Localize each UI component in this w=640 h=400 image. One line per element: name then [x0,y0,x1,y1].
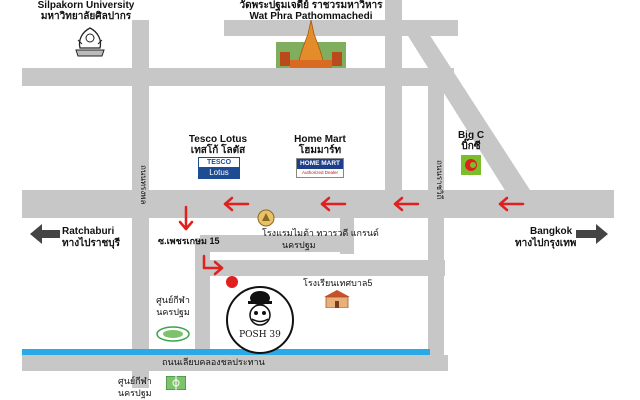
tesco-logo-bottom: Lotus [199,167,239,178]
hotel-label-line1: โรงแรมไมต้า ทวารวดี แกรนด์ [262,228,379,238]
tesco-label-en: Tesco Lotus [188,134,248,145]
posh-label: POSH 39 [239,330,281,340]
route-arrow-2 [393,196,420,212]
bigc-label-en: Big C [457,130,485,141]
arrow-to-ratchaburi-icon [30,224,60,244]
road-right-vertical [428,83,444,370]
canal [22,349,430,355]
location-marker-icon [226,276,238,288]
wat-label-en: Wat Phra Pathommachedi [249,11,373,22]
bangkok-label-th: ทางไปกรุงเทพ [515,238,577,249]
tesco-logo-top: TESCO [199,158,239,167]
bangkok-label-en: Bangkok [530,226,573,237]
route-arrow-1 [498,196,525,212]
tesco-label-th: เทสโก้ โลตัส [190,145,246,156]
sport1-label-line1: ศูนย์กีฬา [156,295,190,305]
ratchaburi-label-th: ทางไปราชบุรี [62,238,120,249]
sport1-label-line2: นครปฐม [156,307,190,317]
sport2-label-line2: นครปฐม [118,388,152,398]
temple-pagoda-icon [276,20,346,68]
silpakorn-label-th: มหาวิทยาลัยศิลปากร [40,11,132,22]
hotel-emblem-icon [257,209,275,227]
road-diagonal [398,20,530,192]
road-right-vertical-label: ถนนราชวิถี [435,160,444,200]
canal-road-label: ถนนเลียบคลองชลประทาน [162,357,265,367]
sports-field-icon [166,376,186,390]
ratchaburi-label-en: Ratchaburi [62,226,115,237]
home-mart-logo: HOME MART Authorized Dealer [296,158,344,178]
tesco-lotus-logo: TESCO Lotus [198,157,240,179]
road-soi-petchkasem-15 [200,235,350,252]
homemart-label-en: Home Mart [294,134,346,145]
sport2-label-line1: ศูนย์กีฬา [118,376,152,386]
route-arrow-down [178,205,194,231]
hotel-label-line2: นครปฐม [282,240,316,250]
university-emblem-icon [75,27,105,57]
homemart-label-th: โฮมมาร์ท [298,145,342,156]
school-building-icon [324,290,350,308]
road-left-vertical-label: ถนนทรงพล [139,165,148,205]
soi-label: ซ.เพชรเกษม 15 [158,236,220,246]
stadium-icon [156,326,190,342]
route-arrow-4 [223,196,250,212]
silpakorn-label-en: Silpakorn University [37,0,135,11]
road-top-horizontal [22,68,454,86]
school-label: โรงเรียนเทศบาล5 [303,278,373,288]
homemart-logo-sub: Authorized Dealer [301,170,339,175]
road-canal-side [22,355,448,371]
road-soi-vertical [340,218,354,254]
road-lower-branch [195,260,445,276]
posh-39-mascot-icon: POSH 39 [226,286,294,354]
homemart-logo-text: HOME MART [297,159,343,169]
arrow-to-bangkok-icon [576,224,608,244]
road-left-vertical [132,20,149,388]
route-arrow-3 [320,196,347,212]
bigc-label-th: บิ๊กซี [461,141,481,152]
big-c-logo [461,155,481,175]
route-arrow-turn [202,254,224,276]
road-center-vertical [385,0,402,200]
wat-label-th: วัดพระปฐมเจดีย์ ราชวรมหาวิหาร [239,0,383,11]
